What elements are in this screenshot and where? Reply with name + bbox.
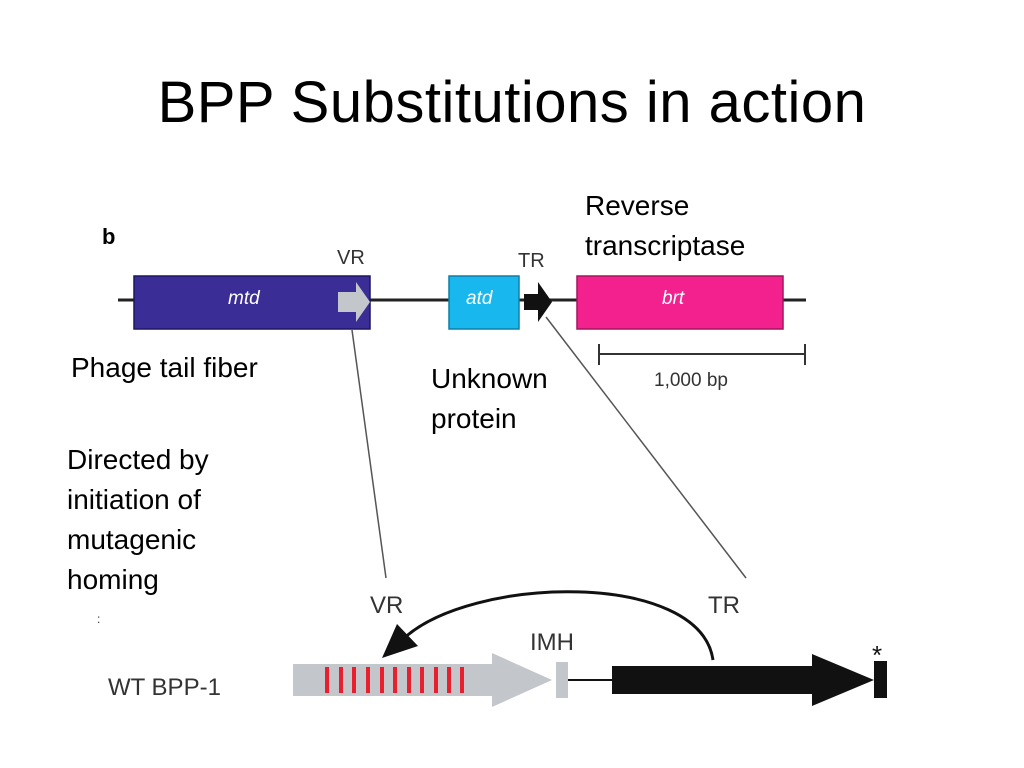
mtd-gene-box (133, 275, 371, 330)
imh-box (556, 662, 568, 698)
tr-connector-line (545, 316, 747, 579)
reverse-transcriptase-line2: transcriptase (585, 230, 746, 261)
bottom-vr-label: VR (370, 592, 404, 619)
top-vr-label: VR (337, 247, 365, 269)
stop-marker: * (872, 640, 883, 670)
unknown-protein-line1: Unknown (431, 363, 548, 394)
atd-gene-box (448, 275, 520, 330)
homing-curve-arrow (400, 590, 715, 661)
reverse-transcriptase-line1: Reverse (585, 190, 690, 221)
vr-connector-line (351, 329, 387, 579)
panel-letter: b (102, 224, 116, 249)
brt-gene-box (576, 275, 784, 330)
directed-by-line4: homing (67, 564, 159, 595)
vr-substitution-bars (325, 667, 464, 693)
strain-label: WT BPP-1 (108, 674, 221, 701)
unknown-protein-line2: protein (431, 403, 517, 434)
mtd-gene-label: mtd (228, 288, 260, 309)
slide-title: BPP Substitutions in action (157, 70, 867, 135)
atd-gene-label: atd (466, 288, 493, 309)
top-tr-label: TR (518, 250, 545, 272)
wt-tr-arrow (612, 654, 874, 706)
stop-block (874, 661, 887, 698)
homing-arrowhead (382, 624, 418, 658)
tiny-mark: : (97, 612, 101, 626)
directed-by-line1: Directed by (67, 444, 209, 475)
scale-bar-label: 1,000 bp (654, 370, 728, 391)
bottom-tr-label: TR (708, 592, 740, 619)
imh-label: IMH (530, 629, 574, 656)
tr-region-arrow (524, 282, 552, 322)
directed-by-line3: mutagenic (67, 524, 197, 555)
phage-tail-fiber-label: Phage tail fiber (71, 352, 258, 383)
brt-gene-label: brt (662, 288, 685, 309)
directed-by-line2: initiation of (67, 484, 201, 515)
vr-region-arrow (338, 282, 370, 322)
